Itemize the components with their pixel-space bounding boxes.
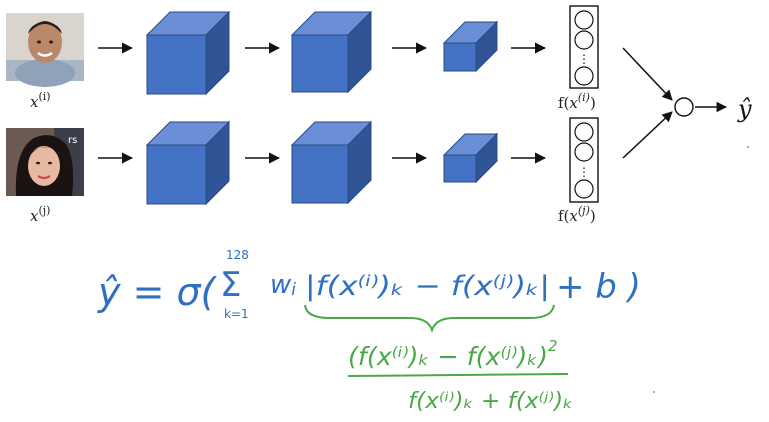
handwritten-formula: ŷ = σ( 128 Σ k=1 wi |f(x⁽ⁱ⁾)ₖ − f(x⁽ʲ⁾)ₖ…	[97, 248, 641, 321]
encoding-vector-top: ⋮	[569, 5, 599, 89]
fraction-bar	[347, 373, 569, 377]
input-photo-bottom: rs	[6, 128, 84, 196]
logistic-unit-node	[674, 97, 694, 117]
vector-dots-top: ⋮	[578, 52, 590, 66]
formula-lhs: ŷ = σ(	[97, 270, 218, 314]
merge-arrows	[622, 47, 673, 159]
photo-badge-text: rs	[68, 135, 77, 146]
conv-block-bottom-2	[290, 120, 373, 205]
conv-block-top-3	[442, 20, 499, 73]
formula-sum-sign: Σ	[220, 265, 241, 305]
output-label: ŷ	[737, 95, 752, 123]
input-label-top: x(i)	[30, 90, 51, 111]
formula-bias: + b )	[556, 267, 641, 307]
alt-numerator: (f(x⁽ⁱ⁾)ₖ − f(x⁽ʲ⁾)ₖ)2	[348, 337, 558, 371]
conv-block-bottom-1	[145, 120, 231, 206]
conv-block-top-2	[290, 10, 373, 94]
alt-denominator: f(x⁽ⁱ⁾)ₖ + f(x⁽ʲ⁾)ₖ	[408, 389, 573, 414]
underbrace	[304, 304, 555, 334]
stray-mark	[747, 146, 749, 148]
formula-sum-upper: 128	[226, 248, 249, 262]
formula-sum-lower: k=1	[224, 307, 249, 321]
conv-block-bottom-3	[442, 132, 499, 184]
arrow-merge-bottom	[622, 111, 673, 159]
arrow-merge-top	[622, 47, 673, 101]
encoding-vector-bottom: ⋮	[569, 117, 599, 203]
formula-weight: wi	[270, 270, 296, 300]
stray-mark	[653, 391, 655, 393]
input-photo-top	[6, 13, 84, 87]
input-label-bottom: x(j)	[30, 204, 50, 225]
conv-block-top-1	[145, 10, 231, 96]
vector-dots-bottom: ⋮	[578, 165, 590, 179]
alt-formula-annotation: (f(x⁽ⁱ⁾)ₖ − f(x⁽ʲ⁾)ₖ)2 f(x⁽ⁱ⁾)ₖ + f(x⁽ʲ⁾…	[304, 304, 573, 414]
formula-abs-term: |f(x⁽ⁱ⁾)ₖ − f(x⁽ʲ⁾)ₖ|	[305, 271, 550, 302]
encoding-label-bottom: f(x(j))	[558, 204, 596, 225]
encoding-label-top: f(x(i))	[558, 91, 596, 112]
